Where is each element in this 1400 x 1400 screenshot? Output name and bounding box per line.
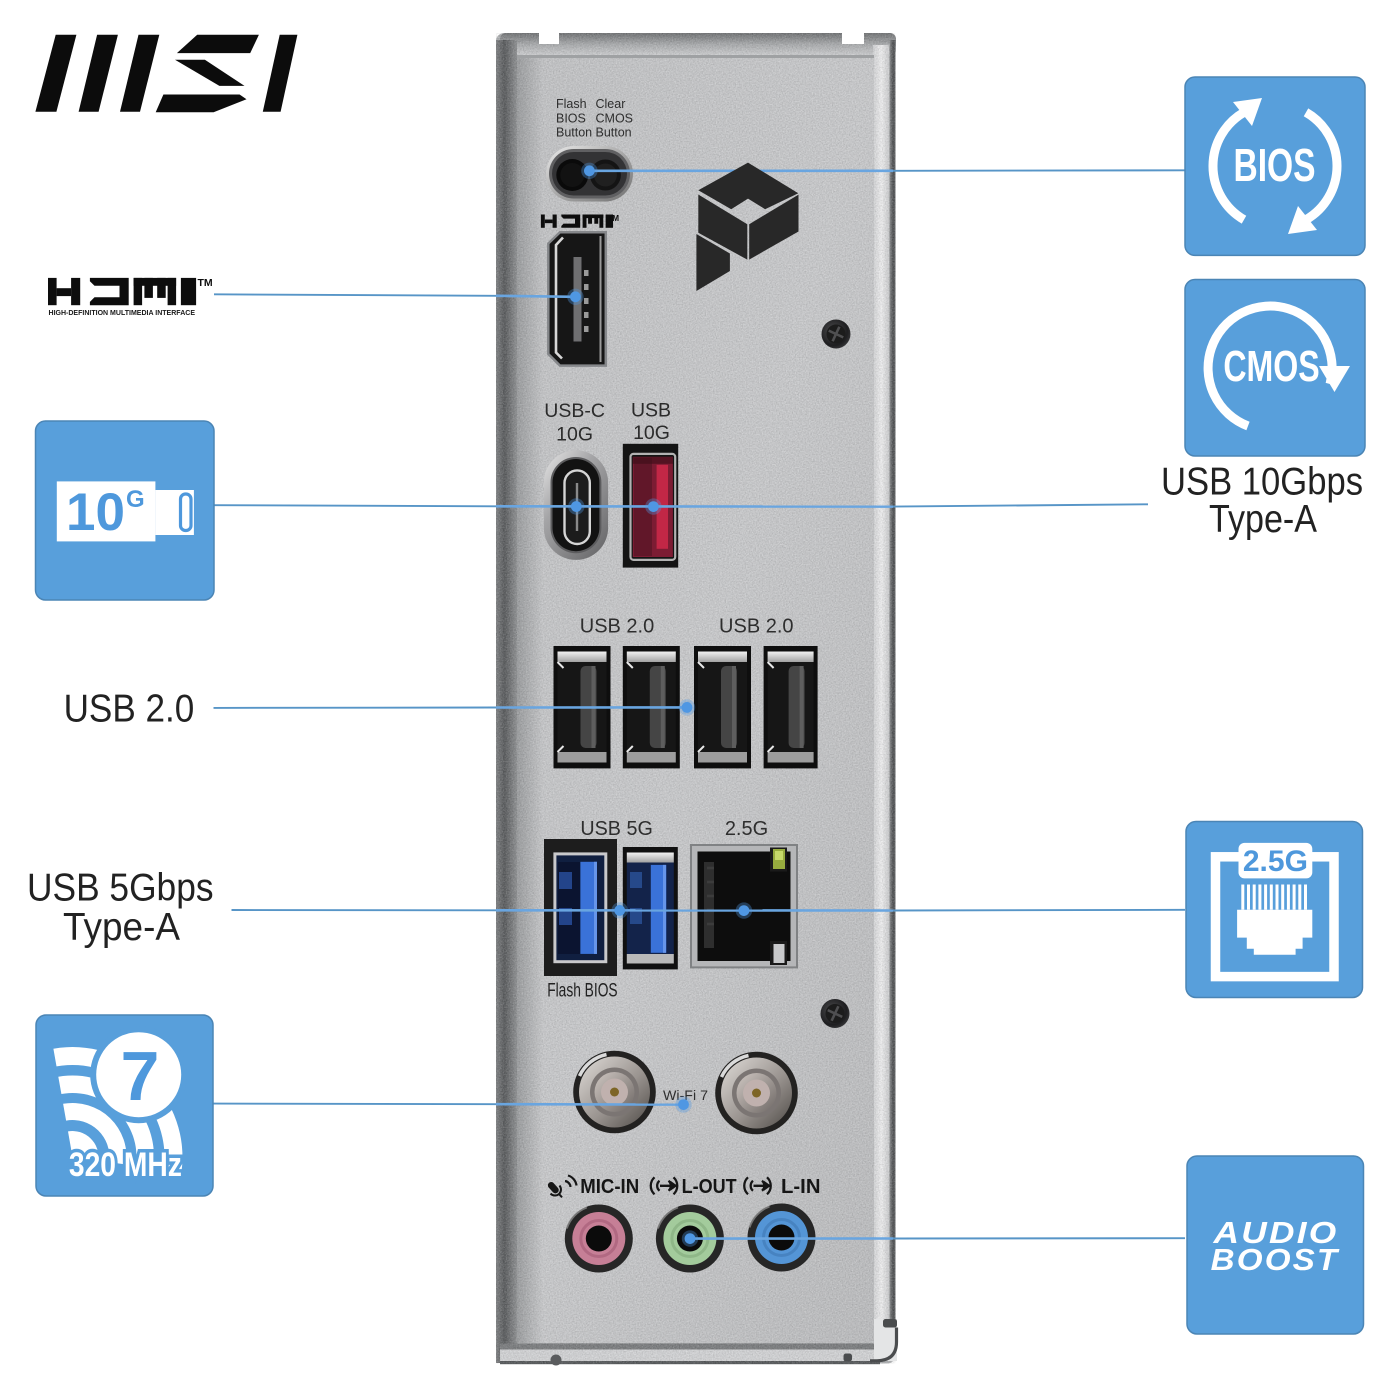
svg-text:Clear: Clear	[596, 97, 626, 111]
svg-text:10G: 10G	[633, 422, 670, 444]
svg-text:CMOS: CMOS	[1223, 342, 1319, 391]
svg-text:AUDIO: AUDIO	[1212, 1215, 1338, 1250]
svg-text:USB 5Gbps: USB 5Gbps	[27, 867, 214, 910]
svg-text:USB 10Gbps: USB 10Gbps	[1161, 461, 1363, 504]
svg-text:Wi-Fi 7: Wi-Fi 7	[663, 1088, 708, 1103]
svg-text:Button: Button	[556, 126, 592, 140]
svg-text:10G: 10G	[556, 424, 593, 446]
svg-text:10: 10	[66, 483, 125, 542]
svg-text:HIGH-DEFINITION MULTIMEDIA INT: HIGH-DEFINITION MULTIMEDIA INTERFACE	[49, 308, 196, 317]
svg-text:TM: TM	[198, 277, 213, 289]
svg-text:L-OUT: L-OUT	[682, 1176, 737, 1198]
svg-text:320 MHz: 320 MHz	[69, 1146, 182, 1184]
svg-text:USB 2.0: USB 2.0	[64, 687, 195, 730]
svg-text:USB: USB	[631, 400, 671, 422]
svg-text:7: 7	[121, 1037, 160, 1115]
svg-text:BIOS: BIOS	[1233, 140, 1315, 191]
svg-text:USB-C: USB-C	[544, 400, 605, 422]
svg-text:Flash BIOS: Flash BIOS	[547, 981, 617, 1002]
svg-text:Flash: Flash	[556, 97, 587, 111]
svg-text:BIOS: BIOS	[556, 112, 586, 126]
svg-text:USB 2.0: USB 2.0	[719, 616, 793, 638]
svg-text:Type-A: Type-A	[63, 906, 180, 949]
svg-text:Type-A: Type-A	[1209, 498, 1317, 541]
svg-text:BOOST: BOOST	[1211, 1242, 1341, 1277]
svg-text:USB 5G: USB 5G	[580, 818, 652, 840]
svg-text:2.5G: 2.5G	[725, 818, 768, 840]
svg-text:CMOS: CMOS	[596, 112, 634, 126]
svg-text:2.5G: 2.5G	[1243, 845, 1308, 878]
svg-text:L-IN: L-IN	[781, 1176, 821, 1198]
svg-text:MIC-IN: MIC-IN	[580, 1176, 639, 1198]
svg-text:Button: Button	[596, 126, 632, 140]
svg-text:TM: TM	[608, 214, 620, 223]
svg-text:USB 2.0: USB 2.0	[580, 616, 654, 638]
svg-text:G: G	[126, 486, 145, 513]
